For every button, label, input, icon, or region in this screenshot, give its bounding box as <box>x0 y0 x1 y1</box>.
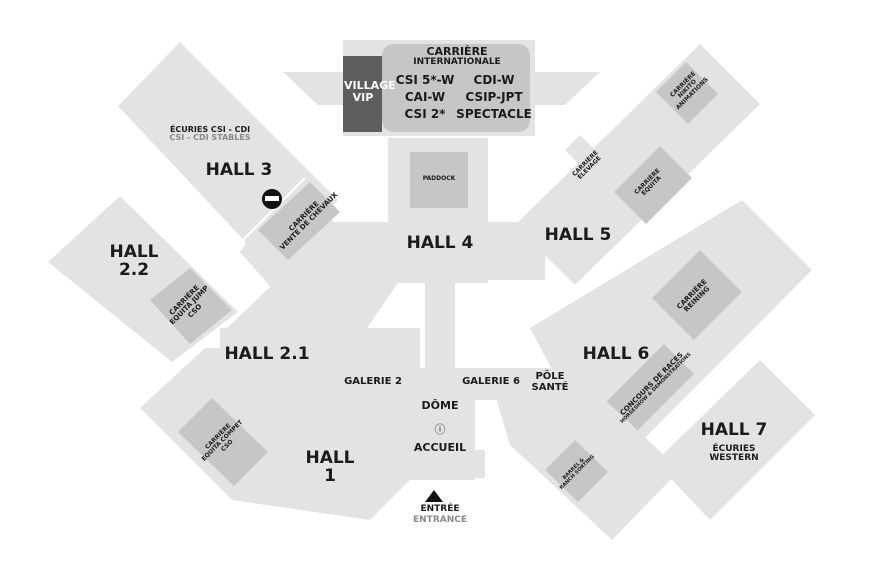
hall-3-area[interactable] <box>118 42 342 292</box>
hall-7-area[interactable] <box>655 360 815 520</box>
hall-4-label: HALL 4 <box>406 233 474 253</box>
info-icon[interactable]: ⓘ <box>434 423 446 436</box>
ecuries-western-line1: ÉCURIES <box>712 444 756 454</box>
galerie-6-label: GALERIE 6 <box>462 376 520 387</box>
csi-cdi-stables-label: CSI - CDI STABLES <box>169 133 251 143</box>
hall-7-label: HALL 7 <box>700 420 768 440</box>
entree-label: ENTRÉE <box>420 504 460 514</box>
event-caiw: CAI-W <box>404 89 446 104</box>
ecuries-csi-cdi-label: ÉCURIES CSI - CDI <box>169 125 251 134</box>
hall-2-2-area[interactable] <box>48 196 238 362</box>
village-vip-line1: VILLAGE <box>344 79 396 92</box>
hall-4-area[interactable] <box>330 138 545 283</box>
hall-2-2-label-line2: 2.2 <box>118 259 150 280</box>
village-vip-line2: VIP <box>352 90 374 104</box>
hall-6-label: HALL 6 <box>582 344 650 364</box>
entrance-label: ENTRANCE <box>413 515 467 525</box>
hall-2-2-label-line1: HALL <box>109 242 159 262</box>
entrance-arrow-icon <box>425 490 443 502</box>
event-spectacle: SPECTACLE <box>456 106 532 121</box>
hall-1-label-line1: HALL <box>305 448 355 468</box>
carriere-internationale-zone[interactable] <box>283 40 600 136</box>
carriere-internationale-line2: INTERNATIONALE <box>413 56 501 67</box>
hall-2-1-label: HALL 2.1 <box>224 344 310 364</box>
carriere-internationale-line1: CARRIÈRE <box>426 45 488 58</box>
event-csip-jpt: CSIP-JPT <box>465 89 523 104</box>
pole-sante-line1: PÔLE <box>535 371 565 382</box>
event-cdiw: CDI-W <box>473 73 515 87</box>
hall-6-area[interactable] <box>495 200 812 540</box>
hall-3-label: HALL 3 <box>205 160 273 180</box>
paddock-label: PADDOCK <box>422 175 456 182</box>
ecuries-western-line2: WESTERN <box>709 453 759 464</box>
hall-5-label: HALL 5 <box>544 225 612 245</box>
event-csi2: CSI 2* <box>404 106 446 121</box>
event-csi5w: CSI 5*-W <box>395 73 455 87</box>
accueil-label: ACCUEIL <box>413 441 467 454</box>
pole-sante-line2: SANTÉ <box>531 381 569 393</box>
galeries-corridor[interactable] <box>320 280 570 480</box>
hall-1-label-line2: 1 <box>324 465 336 486</box>
dome-label: DÔME <box>421 399 459 412</box>
no-entry-icon <box>262 189 282 209</box>
galerie-2-label: GALERIE 2 <box>344 376 402 387</box>
hall-5-area[interactable] <box>515 44 760 285</box>
